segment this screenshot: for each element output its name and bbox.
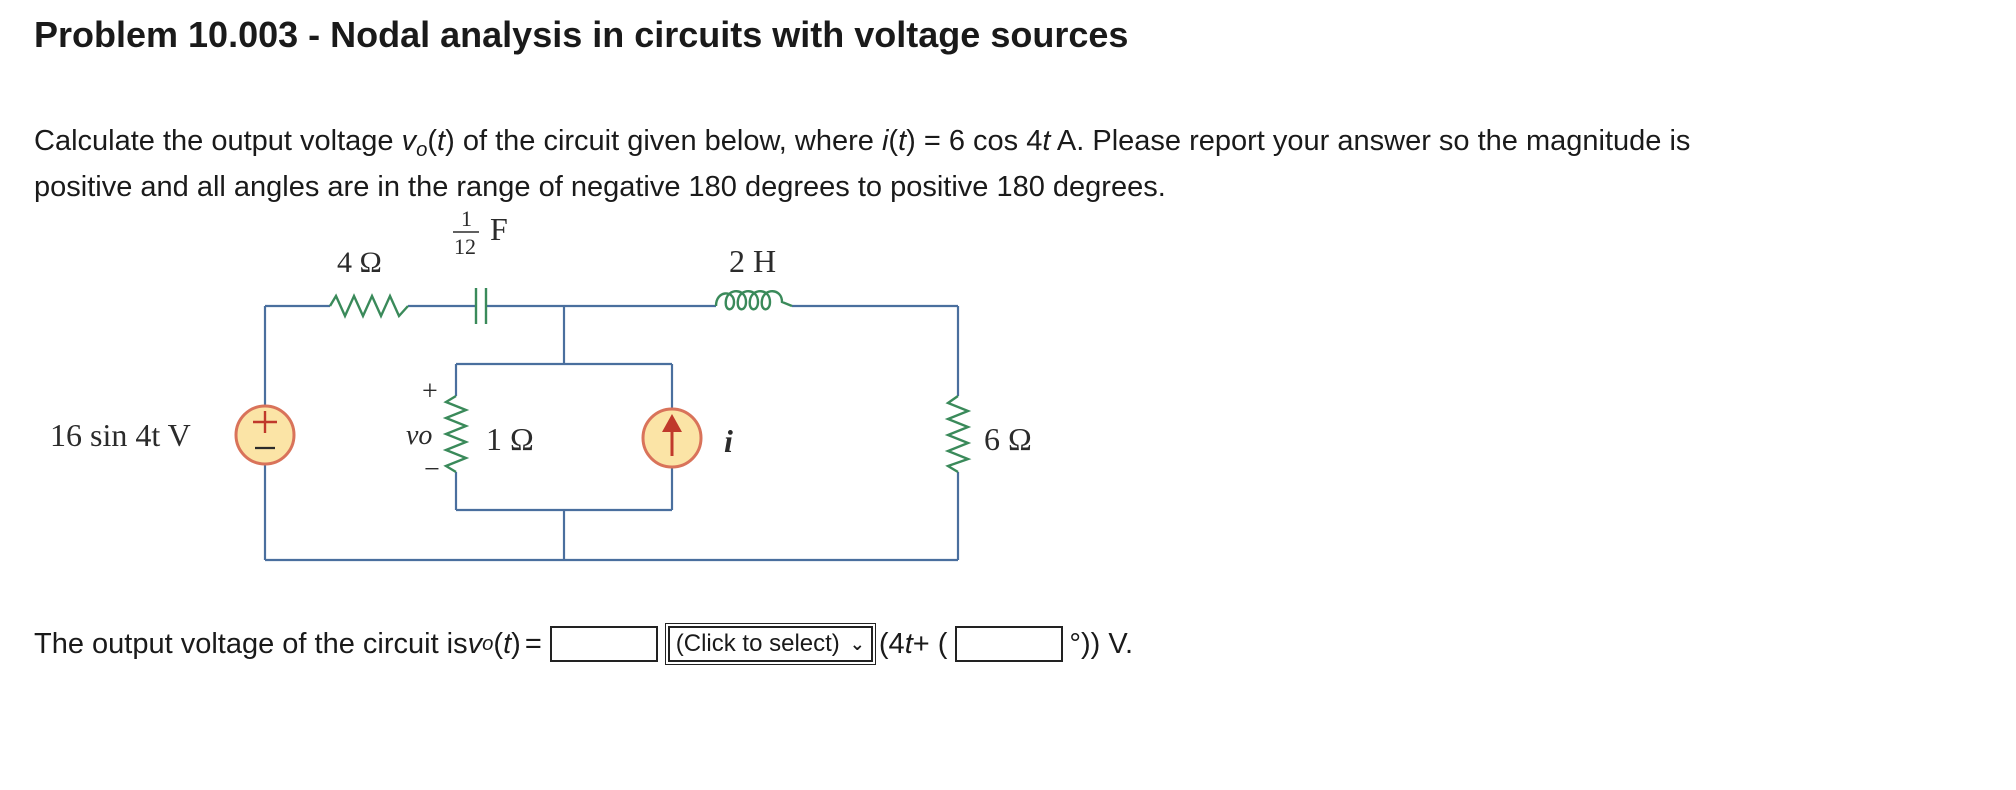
problem-text-4: A. Please report your answer so the magn… <box>1050 125 1691 157</box>
problem-statement: Calculate the output voltage vo(t) of th… <box>34 125 1691 203</box>
label-2h: 2 H <box>729 243 776 279</box>
inductor-2h <box>714 290 793 311</box>
resistor-1ohm <box>442 394 470 474</box>
problem-text-2: of the circuit given below, where <box>454 125 882 157</box>
capacitor <box>474 288 488 324</box>
var-i: i <box>881 125 889 157</box>
angle-input[interactable] <box>955 626 1064 662</box>
answer-var-v: v <box>467 627 483 660</box>
problem-text-1: Calculate the output voltage <box>34 125 402 157</box>
var-v: v <box>401 125 417 157</box>
answer-prefix: The output voltage of the circuit is <box>34 627 468 660</box>
resistor-4ohm <box>328 293 409 319</box>
select-label: (Click to select) <box>675 630 840 657</box>
label-minus: − <box>424 454 440 485</box>
chevron-down-icon: ⌄ <box>849 633 865 654</box>
answer-suffix: °)) V. <box>1069 627 1134 660</box>
label-vo: vo <box>406 420 432 451</box>
circuit-wires <box>263 304 960 562</box>
label-cap-den: 12 <box>454 234 476 259</box>
resistor-6ohm <box>944 395 972 474</box>
label-1ohm: 1 Ω <box>486 421 534 457</box>
sub-o: o <box>416 139 428 161</box>
circuit-diagram: 4 Ω 1 12 F 2 H 16 sin 4t V + vo − 1 Ω i … <box>50 206 1032 562</box>
function-select[interactable]: (Click to select) ⌄ <box>664 623 876 665</box>
label-cap-num: 1 <box>461 206 472 231</box>
label-current: i <box>724 423 733 459</box>
problem-text-5: positive and all angles are in the range… <box>34 171 1166 203</box>
label-plus: + <box>422 376 438 407</box>
label-6ohm: 6 Ω <box>984 421 1032 457</box>
current-source <box>641 407 703 469</box>
label-cap-unit: F <box>490 211 508 247</box>
voltage-source <box>234 404 296 466</box>
label-source: 16 sin 4t V <box>50 417 191 453</box>
problem-text-3: = 6 cos 4 <box>915 125 1043 157</box>
page-title: Problem 10.003 - Nodal analysis in circu… <box>34 14 1129 55</box>
label-4ohm: 4 Ω <box>337 246 382 279</box>
magnitude-input[interactable] <box>549 626 658 662</box>
